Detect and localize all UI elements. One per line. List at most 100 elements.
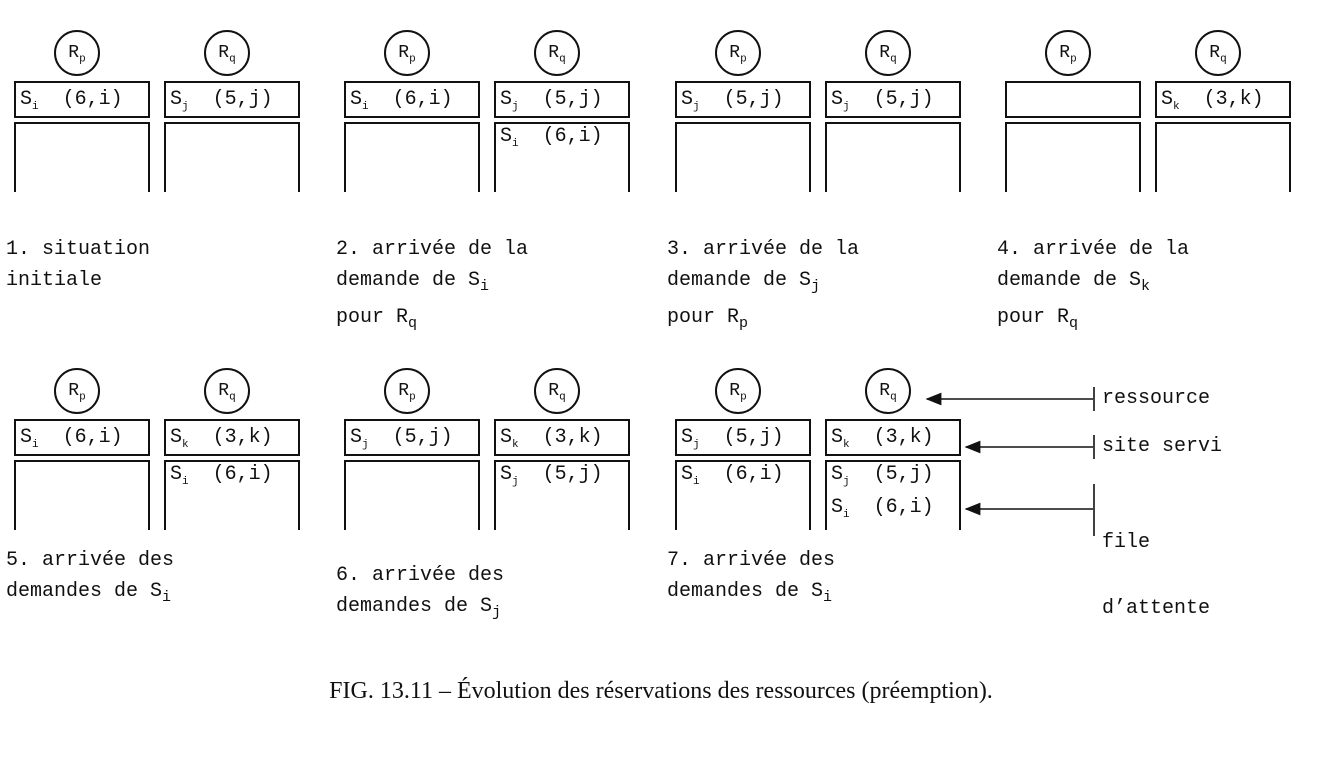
figure-caption: FIG. 13.11 – Évolution des réservations … <box>329 678 993 704</box>
queue-item: Si (6,i) <box>500 125 603 150</box>
served-site-q: Sk (3,k) <box>494 419 630 456</box>
panel-caption: 5. arrivée des demandes de Si <box>6 545 174 613</box>
queue-q: Sj (5,j) <box>494 460 630 530</box>
caption-line: 6. arrivée des <box>336 564 505 587</box>
served-site-q-text: Sj (5,j) <box>831 88 934 113</box>
caption-line: demande de Sk <box>997 269 1151 295</box>
queue-item: Si (6,i) <box>681 463 784 488</box>
queue-p <box>14 460 150 530</box>
queue-q: Si (6,i) <box>164 460 300 530</box>
resource-q-circle: Rq <box>534 30 580 76</box>
served-site-p-text: Si (6,i) <box>350 88 453 113</box>
queue-p <box>344 122 480 192</box>
served-site-q: Sj (5,j) <box>825 81 961 118</box>
resource-p-circle: Rp <box>715 368 761 414</box>
legend-file-line2: d’attente <box>1102 597 1211 620</box>
panel-caption: 2. arrivée de la demande de Si pour Rq <box>336 234 528 339</box>
panel-caption: 7. arrivée des demandes de Si <box>667 545 835 613</box>
caption-line: 1. situation <box>6 238 151 261</box>
served-site-q-text: Sk (3,k) <box>500 426 603 451</box>
resource-p-circle: Rp <box>384 368 430 414</box>
resource-q-circle: Rq <box>204 368 250 414</box>
resource-q-circle: Rq <box>865 368 911 414</box>
served-site-q: Sj (5,j) <box>494 81 630 118</box>
served-site-q: Sj (5,j) <box>164 81 300 118</box>
served-site-p: Sj (5,j) <box>344 419 480 456</box>
queue-p <box>344 460 480 530</box>
caption-line: pour Rq <box>336 306 418 332</box>
caption-line: pour Rp <box>667 306 749 332</box>
served-site-p-text: Si (6,i) <box>20 88 123 113</box>
queue-p <box>14 122 150 192</box>
served-site-q-text: Sk (3,k) <box>170 426 273 451</box>
caption-line: demandes de Sj <box>336 595 502 621</box>
panel-1: Rp Rq Si (6,i) Sj (5,j) 1. situation initiale <box>6 30 314 292</box>
resource-p-circle: Rp <box>1045 30 1091 76</box>
caption-line: demande de Sj <box>667 269 821 295</box>
resource-q-circle: Rq <box>865 30 911 76</box>
caption-line: 5. arrivée des <box>6 549 175 572</box>
served-site-p: Si (6,i) <box>14 419 150 456</box>
queue-item: Si (6,i) <box>170 463 273 488</box>
caption-line: demande de Si <box>336 269 490 295</box>
queue-item: Sj (5,j) <box>831 463 934 488</box>
served-site-q-text: Sk (3,k) <box>831 426 934 451</box>
served-site-p-text: Sj (5,j) <box>681 426 784 451</box>
resource-q-circle: Rq <box>534 368 580 414</box>
arrow-file-attente <box>964 484 1095 536</box>
panel-5: Rp Rq Si (6,i) Sk (3,k) Si (6,i) 5. arrivée d… <box>6 368 314 606</box>
served-site-p-text: Sj (5,j) <box>681 88 784 113</box>
queue-item: Si (6,i) <box>831 496 934 521</box>
served-site-q: Sk (3,k) <box>164 419 300 456</box>
caption-line: demandes de Si <box>6 580 172 606</box>
queue-p: Si (6,i) <box>675 460 811 530</box>
queue-p <box>675 122 811 192</box>
served-site-p-text: Si (6,i) <box>20 426 123 451</box>
queue-q <box>164 122 300 192</box>
legend-file: file d’attente <box>1102 488 1210 642</box>
panel-4: Rp Rq Sk (3,k) 4. arrivée de la demande de S… <box>997 30 1305 332</box>
served-site-q: Sk (3,k) <box>1155 81 1291 118</box>
served-site-p: Sj (5,j) <box>675 81 811 118</box>
caption-line: 2. arrivée de la <box>336 238 529 261</box>
caption-line: 4. arrivée de la <box>997 238 1190 261</box>
served-site-q-text: Sj (5,j) <box>500 88 603 113</box>
resource-p-circle: Rp <box>715 30 761 76</box>
caption-line: pour Rq <box>997 306 1079 332</box>
served-site-p <box>1005 81 1141 118</box>
arrow-site-servi <box>964 435 1095 459</box>
served-site-p-text: Sj (5,j) <box>350 426 453 451</box>
served-site-p: Si (6,i) <box>14 81 150 118</box>
panel-caption: 1. situation initiale <box>6 234 150 296</box>
queue-item: Sj (5,j) <box>500 463 603 488</box>
served-site-p: Sj (5,j) <box>675 419 811 456</box>
served-site-q: Sk (3,k) <box>825 419 961 456</box>
caption-line: demandes de Si <box>667 580 833 606</box>
panel-3: Rp Rq Sj (5,j) Sj (5,j) 3. arrivée de la dema… <box>667 30 975 332</box>
panel-caption: 6. arrivée des demandes de Sj <box>336 560 504 628</box>
queue-p <box>1005 122 1141 192</box>
panel-7: Rp Rq Sj (5,j) Sk (3,k) Si (6,i) Sj (5,j) Si (… <box>667 368 975 606</box>
panel-caption: 3. arrivée de la demande de Sj pour Rp <box>667 234 859 339</box>
queue-q: Sj (5,j) Si (6,i) <box>825 460 961 530</box>
legend-site-servi: site servi <box>1102 435 1223 458</box>
panel-2: Rp Rq Si (6,i) Sj (5,j) Si (6,i) 2. arrivée d… <box>336 30 644 332</box>
resource-q-circle: Rq <box>1195 30 1241 76</box>
queue-q: Si (6,i) <box>494 122 630 192</box>
queue-q <box>1155 122 1291 192</box>
caption-line: 3. arrivée de la <box>667 238 860 261</box>
panel-caption: 4. arrivée de la demande de Sk pour Rq <box>997 234 1189 339</box>
legend-file-line1: file <box>1102 531 1151 554</box>
caption-line: 7. arrivée des <box>667 549 836 572</box>
queue-q <box>825 122 961 192</box>
legend-ressource: ressource <box>1102 387 1211 410</box>
caption-line: initiale <box>6 269 103 292</box>
resource-q-circle: Rq <box>204 30 250 76</box>
served-site-p: Si (6,i) <box>344 81 480 118</box>
resource-p-circle: Rp <box>54 368 100 414</box>
resource-p-circle: Rp <box>384 30 430 76</box>
resource-p-circle: Rp <box>54 30 100 76</box>
served-site-q-text: Sj (5,j) <box>170 88 273 113</box>
served-site-q-text: Sk (3,k) <box>1161 88 1264 113</box>
panel-6: Rp Rq Sj (5,j) Sk (3,k) Sj (5,j) 6. arrivée d… <box>336 368 644 621</box>
